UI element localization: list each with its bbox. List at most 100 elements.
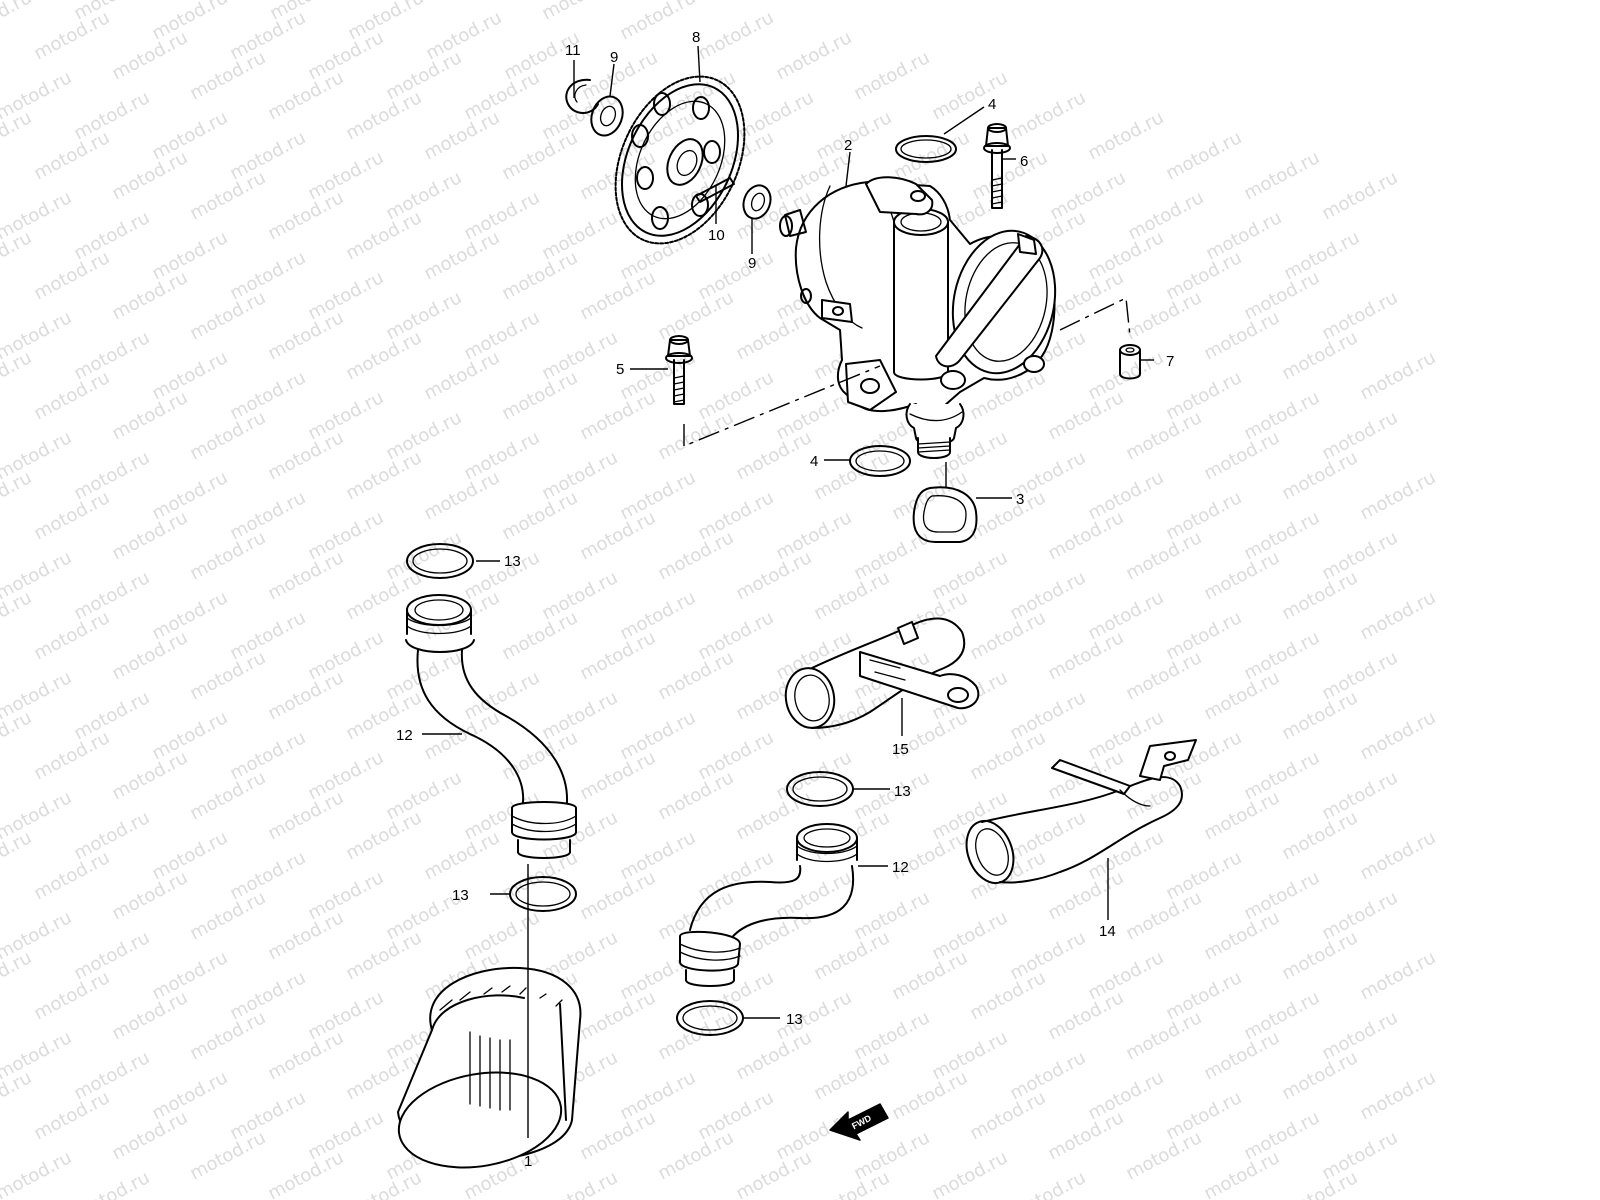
watermark-text: motod.ru: [734, 87, 817, 144]
watermark-text: motod.ru: [1044, 867, 1127, 924]
watermark-text: motod.ru: [732, 427, 815, 484]
watermark-text: motod.ru: [576, 507, 659, 564]
watermark-text: motod.ru: [576, 267, 659, 324]
watermark-text: motod.ru: [1200, 1147, 1283, 1200]
watermark-text: motod.ru: [382, 767, 465, 824]
watermark-text: motod.ru: [498, 487, 581, 544]
watermark-text: motod.ru: [264, 187, 347, 244]
watermark-text: motod.ru: [1162, 607, 1245, 664]
watermark-text: motod.ru: [538, 447, 621, 504]
watermark-text: motod.ru: [966, 1087, 1049, 1144]
watermark-text: motod.ru: [1240, 147, 1323, 204]
pin-part: [695, 177, 735, 203]
callout-13-a: 13: [504, 553, 521, 570]
watermark-text: motod.ru: [576, 867, 659, 924]
watermark-text: motod.ru: [70, 1167, 153, 1200]
watermark-text: motod.ru: [1278, 927, 1361, 984]
watermark-text: motod.ru: [1278, 1047, 1361, 1104]
watermark-text: motod.ru: [1006, 687, 1089, 744]
watermark-text: motod.ru: [186, 887, 269, 944]
watermark-text: motod.ru: [810, 567, 893, 624]
watermark-text: motod.ru: [226, 1087, 309, 1144]
callout-4-top: 4: [988, 96, 996, 113]
watermark-text: motod.ru: [812, 107, 895, 164]
watermark-text: motod.ru: [264, 667, 347, 724]
watermark-text: motod.ru: [460, 907, 543, 964]
watermark-text: motod.ru: [694, 1087, 777, 1144]
watermark-text: motod.ru: [1122, 647, 1205, 704]
watermark-text: motod.ru: [694, 847, 777, 904]
watermark-text: motod.ru: [148, 587, 231, 644]
watermark-text: motod.ru: [108, 507, 191, 564]
watermark-text: motod.ru: [382, 167, 465, 224]
watermark-text: motod.ru: [1200, 547, 1283, 604]
watermark-text: motod.ru: [772, 867, 855, 924]
oil-pipe-part: [965, 739, 1197, 884]
watermark-text: motod.ru: [1200, 427, 1283, 484]
callout-4-lower: 4: [810, 453, 818, 470]
watermark-text: motod.ru: [70, 807, 153, 864]
callout-15: 15: [892, 741, 909, 758]
o-ring-hose-a-part: [406, 543, 474, 579]
assembly-dashed-lines: [683, 296, 1131, 448]
watermark-text: motod.ru: [498, 367, 581, 424]
watermark-text: motod.ru: [148, 827, 231, 884]
watermark-text: motod.ru: [732, 1027, 815, 1084]
watermark-text: motod.ru: [966, 727, 1049, 784]
watermark-text: motod.ru: [1006, 927, 1089, 984]
watermark-text: motod.ru: [694, 727, 777, 784]
watermark-text: motod.ru: [654, 1127, 737, 1184]
watermark-text: motod.ru: [850, 1127, 933, 1184]
watermark-text: motod.ru: [1122, 287, 1205, 344]
watermark-text: motod.ru: [1356, 467, 1439, 524]
watermark-text: motod.ru: [382, 407, 465, 464]
watermark-text: motod.ru: [576, 747, 659, 804]
watermark-text: motod.ru: [148, 227, 231, 284]
watermark-text: motod.ru: [616, 707, 699, 764]
watermark-text: motod.ru: [1356, 947, 1439, 1004]
watermark-text: motod.ru: [1044, 1107, 1127, 1164]
watermark-text: motod.ru: [108, 267, 191, 324]
watermark-text: motod.ru: [1006, 567, 1089, 624]
watermark-text: motod.ru: [732, 907, 815, 964]
watermark-text: motod.ru: [616, 827, 699, 884]
watermark-text: motod.ru: [772, 1107, 855, 1164]
watermark-text: motod.ru: [1318, 767, 1401, 824]
watermark-text: motod.ru: [186, 647, 269, 704]
watermark-text: motod.ru: [0, 0, 35, 44]
watermark-text: motod.ru: [966, 967, 1049, 1024]
watermark-text: motod.ru: [654, 527, 737, 584]
watermark-text: motod.ru: [70, 207, 153, 264]
watermark-text: motod.ru: [1084, 947, 1167, 1004]
circlip-part: [565, 78, 599, 114]
watermark-text: motod.ru: [654, 407, 737, 464]
callout-9-lower: 9: [748, 255, 756, 272]
watermark-text: motod.ru: [850, 1007, 933, 1064]
watermark-text: motod.ru: [1162, 847, 1245, 904]
oil-hose-right-part: [679, 823, 858, 987]
watermark-text: motod.ru: [304, 507, 387, 564]
watermark-text: motod.ru: [1122, 527, 1205, 584]
watermark-text: motod.ru: [304, 867, 387, 924]
watermark-text: motod.ru: [1356, 707, 1439, 764]
watermark-text: motod.ru: [382, 47, 465, 104]
watermark-text: motod.ru: [498, 607, 581, 664]
oil-filter-part: [397, 966, 582, 1169]
watermark-text: motod.ru: [264, 67, 347, 124]
watermark-text: motod.ru: [108, 147, 191, 204]
callout-6: 6: [1020, 153, 1028, 170]
watermark-text: motod.ru: [460, 547, 543, 604]
watermark-text: motod.ru: [342, 87, 425, 144]
watermark-text: motod.ru: [1162, 487, 1245, 544]
watermark-text: motod.ru: [850, 767, 933, 824]
watermark-text: motod.ru: [186, 767, 269, 824]
watermark-text: motod.ru: [616, 0, 699, 44]
watermark-text: motod.ru: [226, 7, 309, 64]
watermark-text: motod.ru: [1162, 247, 1245, 304]
watermark-text: motod.ru: [420, 827, 503, 884]
watermark-text: motod.ru: [186, 407, 269, 464]
watermark-text: motod.ru: [498, 127, 581, 184]
watermark-text: motod.ru: [1240, 747, 1323, 804]
watermark-text: motod.ru: [654, 767, 737, 824]
watermark-text: motod.ru: [70, 327, 153, 384]
